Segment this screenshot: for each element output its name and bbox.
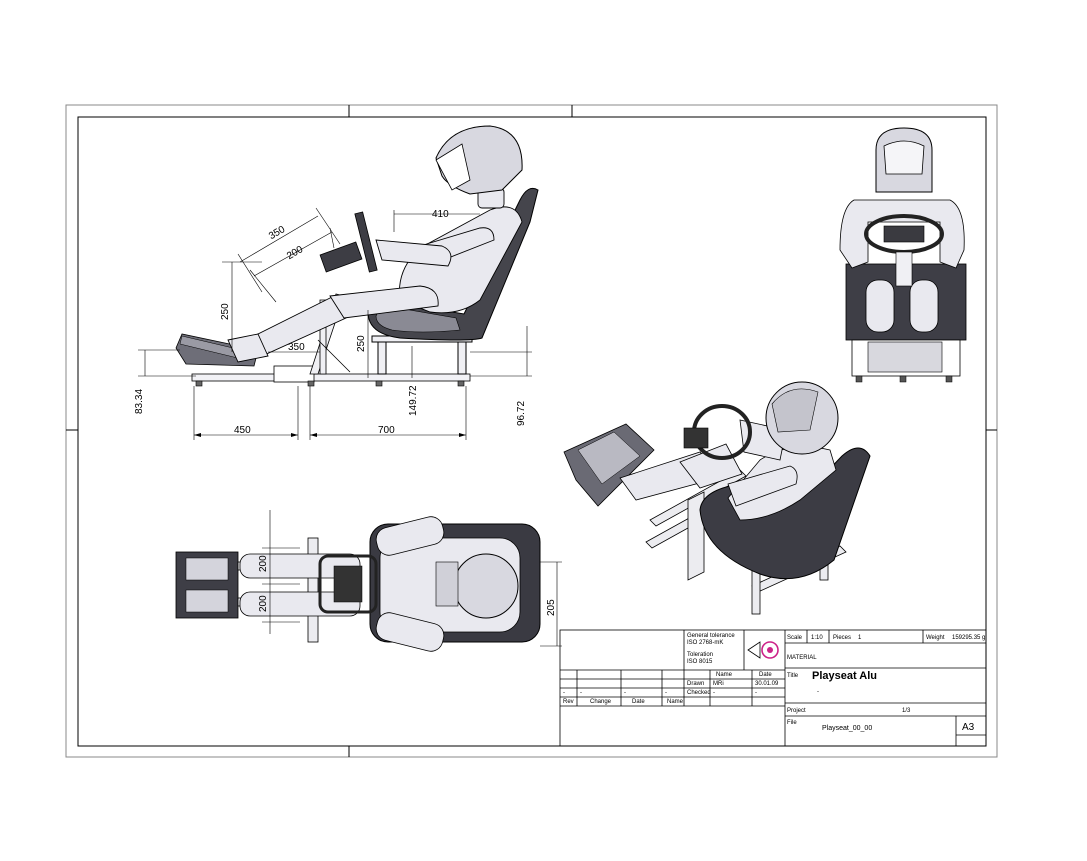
weight-label: Weight	[926, 635, 945, 641]
wheel-column-front	[895, 251, 913, 287]
checked-name: -	[713, 690, 715, 696]
top-neck	[435, 561, 459, 607]
inner-frame	[77, 116, 987, 747]
top-pedal-faces	[185, 557, 229, 613]
dim-83-34: 83.34	[134, 389, 145, 414]
top-helmet	[453, 553, 519, 619]
company-logo	[747, 641, 779, 659]
rev-dash-4: -	[665, 690, 667, 696]
dim-700: 700	[378, 425, 395, 436]
top-wheel-hub	[333, 565, 363, 603]
toleration-value: ISO 8015	[687, 659, 713, 665]
dim-top-200-a: 200	[258, 555, 269, 572]
driver-front	[839, 199, 965, 333]
rev-name-label: Name	[667, 699, 684, 705]
dim-250-left: 250	[220, 303, 231, 320]
checked-label: Checked	[687, 690, 711, 696]
file-value: Playseat_00_00	[822, 725, 872, 732]
side-dim-lines	[138, 207, 532, 440]
sheet-size: A3	[962, 722, 975, 733]
pieces-label: Pieces	[833, 635, 851, 641]
drawn-label: Drawn	[687, 681, 704, 687]
top-view: 200 200 205	[175, 510, 562, 652]
material-label: MATERIAL	[787, 655, 817, 661]
base-crossmember	[273, 365, 315, 383]
iso-driver	[619, 419, 837, 521]
dim-149-72: 149.72	[408, 385, 419, 416]
dim-350-mid: 350	[288, 342, 305, 353]
drawn-name: MRi	[713, 681, 724, 687]
rev-dash-1: -	[563, 690, 565, 696]
steering-wheel-side	[319, 211, 378, 273]
toleration-label: Toleration	[687, 652, 713, 658]
drawing-subtitle: -	[817, 689, 819, 695]
dim-350-inclined: 350	[267, 224, 287, 242]
outer-frame	[65, 104, 998, 758]
dim-250-mid: 250	[356, 335, 367, 352]
file-label: File	[787, 720, 797, 726]
iso-helmet-visor	[771, 388, 819, 433]
general-tolerance-label: General tolerance	[687, 633, 735, 639]
rev-date-label: Date	[632, 699, 645, 705]
front-view	[839, 127, 967, 383]
scale-label: Scale	[787, 635, 803, 641]
name-label: Name	[716, 672, 733, 678]
helmet-front-visor	[883, 140, 925, 175]
front-feet	[855, 375, 953, 383]
iso-wheel-base	[683, 427, 709, 449]
dim-96-72: 96.72	[516, 401, 527, 426]
top-dim-lines	[262, 510, 562, 647]
general-tolerance-value: ISO 2768-mK	[687, 640, 723, 646]
front-base-plate	[867, 341, 943, 373]
change-label: Change	[590, 699, 612, 705]
rev-dash-3: -	[624, 690, 626, 696]
date-label: Date	[759, 672, 772, 678]
dim-450: 450	[234, 425, 251, 436]
side-view: 350 200 410 250 350 250 83.34 149.72 96.…	[134, 125, 539, 440]
scale-value: 1:10	[811, 635, 823, 641]
dim-top-205: 205	[546, 599, 557, 616]
wheel-hub-front	[883, 225, 925, 243]
top-steering-wheel	[318, 554, 378, 614]
base-feet	[195, 380, 465, 387]
rev-dash-2: -	[580, 690, 582, 696]
project-label: Project	[787, 708, 806, 714]
drawing-title: Playseat Alu	[812, 670, 877, 682]
rev-label: Rev	[563, 699, 574, 705]
weight-value: 159295.35 g	[952, 635, 985, 641]
pieces-value: 1	[858, 635, 862, 641]
side-dim-arrows	[194, 433, 466, 437]
title-block	[559, 629, 987, 747]
iso-view	[563, 381, 871, 615]
dim-200-inclined: 200	[285, 244, 305, 262]
title-label: Title	[787, 673, 799, 679]
dim-top-200-b: 200	[258, 595, 269, 612]
driver-side	[227, 187, 523, 363]
zone-ticks	[66, 105, 997, 757]
project-value: 1/3	[902, 708, 911, 714]
iso-pedals-face	[577, 431, 641, 485]
checked-date: -	[755, 690, 757, 696]
dim-410: 410	[432, 209, 449, 220]
base-rail	[191, 373, 471, 382]
helmet-visor	[435, 143, 471, 191]
drawn-date: 30.01.09	[755, 681, 779, 687]
seat-frame	[371, 335, 473, 375]
